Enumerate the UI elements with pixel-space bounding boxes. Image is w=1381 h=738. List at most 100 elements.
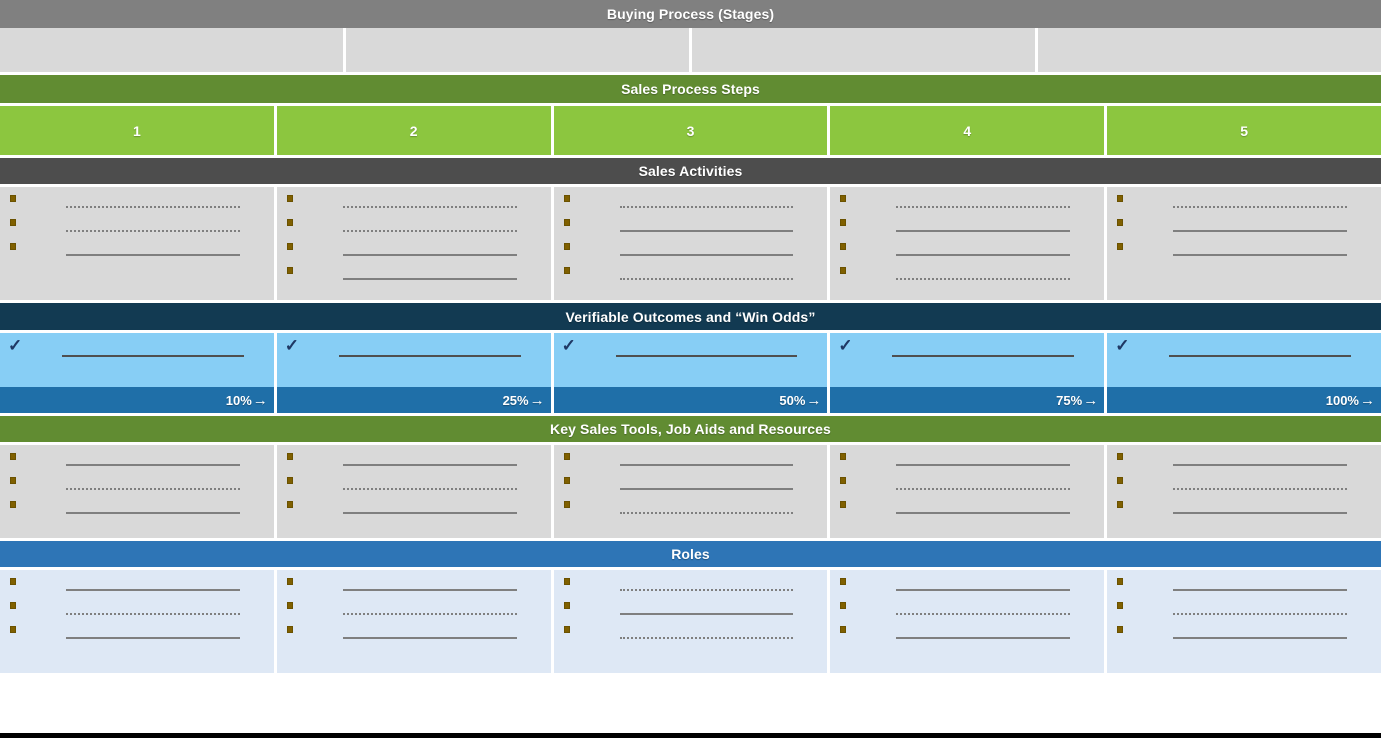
buying-process-stage-cell[interactable] [0,28,343,72]
win-odds-cell[interactable]: 50%→ [553,387,828,413]
bullet-list-item[interactable] [562,217,820,241]
verifiable-outcome-cell[interactable]: ✓ [276,333,551,387]
blank-write-in-line[interactable] [342,637,517,639]
bullet-list-item[interactable] [285,451,543,475]
blank-write-in-line[interactable] [66,613,240,615]
blank-write-in-line[interactable] [1173,613,1347,615]
buying-process-stage-cell[interactable] [1038,28,1381,72]
role-cell[interactable] [553,570,828,673]
blank-write-in-line[interactable] [62,355,244,357]
bullet-list-item[interactable] [1115,241,1373,265]
step-cell-2[interactable]: 2 [276,106,551,155]
blank-write-in-line[interactable] [896,488,1071,490]
blank-write-in-line[interactable] [619,206,794,208]
blank-write-in-line[interactable] [342,278,517,280]
bullet-list-item[interactable] [285,475,543,499]
buying-process-stage-cell[interactable] [692,28,1035,72]
win-odds-cell[interactable]: 25%→ [276,387,551,413]
blank-write-in-line[interactable] [342,206,517,208]
blank-write-in-line[interactable] [896,637,1071,639]
blank-write-in-line[interactable] [896,278,1071,280]
verifiable-outcome-cell[interactable]: ✓ [0,333,274,387]
blank-write-in-line[interactable] [66,637,240,639]
blank-write-in-line[interactable] [1173,464,1347,466]
blank-write-in-line[interactable] [66,488,240,490]
blank-write-in-line[interactable] [342,254,517,256]
bullet-list-item[interactable] [838,217,1096,241]
blank-write-in-line[interactable] [1173,589,1347,591]
blank-write-in-line[interactable] [619,589,794,591]
blank-write-in-line[interactable] [342,613,517,615]
blank-write-in-line[interactable] [619,512,794,514]
blank-write-in-line[interactable] [66,589,240,591]
key-sales-tool-cell[interactable] [276,445,551,538]
bullet-list-item[interactable] [838,576,1096,600]
bullet-list-item[interactable] [1115,451,1373,475]
blank-write-in-line[interactable] [66,512,240,514]
bullet-list-item[interactable] [8,241,266,265]
blank-write-in-line[interactable] [342,230,517,232]
step-cell-3[interactable]: 3 [553,106,828,155]
bullet-list-item[interactable] [838,475,1096,499]
bullet-list-item[interactable] [285,241,543,265]
role-cell[interactable] [0,570,274,673]
blank-write-in-line[interactable] [619,464,794,466]
bullet-list-item[interactable] [838,499,1096,523]
sales-activity-cell[interactable] [830,187,1105,300]
blank-write-in-line[interactable] [342,589,517,591]
bullet-list-item[interactable] [562,624,820,648]
bullet-list-item[interactable] [8,451,266,475]
bullet-list-item[interactable] [285,576,543,600]
bullet-list-item[interactable] [8,576,266,600]
bullet-list-item[interactable] [838,193,1096,217]
bullet-list-item[interactable] [562,475,820,499]
blank-write-in-line[interactable] [342,512,517,514]
key-sales-tool-cell[interactable] [830,445,1105,538]
blank-write-in-line[interactable] [338,355,521,357]
bullet-list-item[interactable] [1115,193,1373,217]
sales-activity-cell[interactable] [553,187,828,300]
win-odds-cell[interactable]: 100%→ [1107,387,1381,413]
role-cell[interactable] [830,570,1105,673]
bullet-list-item[interactable] [838,451,1096,475]
bullet-list-item[interactable] [562,576,820,600]
bullet-list-item[interactable] [562,499,820,523]
sales-activity-cell[interactable] [276,187,551,300]
blank-write-in-line[interactable] [892,355,1075,357]
bullet-list-item[interactable] [1115,624,1373,648]
blank-write-in-line[interactable] [615,355,798,357]
bullet-list-item[interactable] [285,193,543,217]
bullet-list-item[interactable] [562,600,820,624]
bullet-list-item[interactable] [285,600,543,624]
blank-write-in-line[interactable] [1173,206,1347,208]
blank-write-in-line[interactable] [619,230,794,232]
blank-write-in-line[interactable] [1173,230,1347,232]
bullet-list-item[interactable] [1115,499,1373,523]
bullet-list-item[interactable] [562,451,820,475]
bullet-list-item[interactable] [1115,576,1373,600]
blank-write-in-line[interactable] [896,206,1071,208]
blank-write-in-line[interactable] [66,464,240,466]
bullet-list-item[interactable] [285,217,543,241]
blank-write-in-line[interactable] [619,278,794,280]
key-sales-tool-cell[interactable] [553,445,828,538]
key-sales-tool-cell[interactable] [1107,445,1381,538]
bullet-list-item[interactable] [562,241,820,265]
verifiable-outcome-cell[interactable]: ✓ [1107,333,1381,387]
blank-write-in-line[interactable] [896,512,1071,514]
blank-write-in-line[interactable] [1173,488,1347,490]
blank-write-in-line[interactable] [896,613,1071,615]
bullet-list-item[interactable] [8,624,266,648]
bullet-list-item[interactable] [8,499,266,523]
blank-write-in-line[interactable] [1173,254,1347,256]
bullet-list-item[interactable] [8,193,266,217]
win-odds-cell[interactable]: 10%→ [0,387,274,413]
bullet-list-item[interactable] [1115,217,1373,241]
blank-write-in-line[interactable] [66,206,240,208]
key-sales-tool-cell[interactable] [0,445,274,538]
step-cell-4[interactable]: 4 [830,106,1105,155]
blank-write-in-line[interactable] [342,464,517,466]
blank-write-in-line[interactable] [896,589,1071,591]
sales-activity-cell[interactable] [0,187,274,300]
bullet-list-item[interactable] [838,265,1096,289]
